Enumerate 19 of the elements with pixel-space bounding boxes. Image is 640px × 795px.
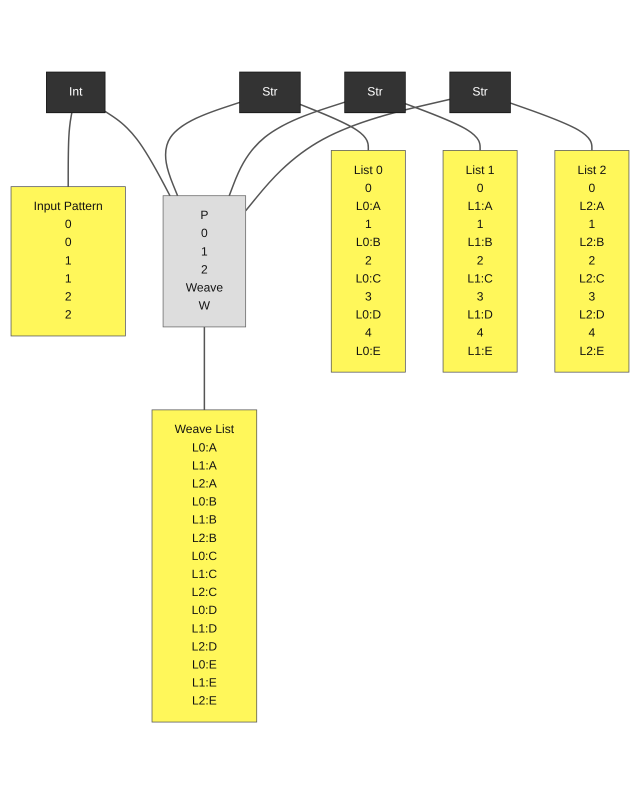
node-box: Str (239, 72, 301, 114)
connector (164, 102, 240, 196)
node-box: Input Pattern 0 0 1 1 2 2 (10, 186, 126, 337)
node-box: Str (449, 72, 511, 114)
node-box: List 0 0 L0:A 1 L0:B 2 L0:C 3 L0:D 4 L0:E (330, 150, 406, 373)
node-box: Str (344, 72, 406, 114)
connector (67, 113, 73, 188)
connector (104, 111, 171, 196)
node-box: List 2 0 L2:A 1 L2:B 2 L2:C 3 L2:D 4 L2:E (554, 150, 630, 373)
node-box: Int (46, 72, 106, 114)
node-box: Weave List L0:A L1:A L2:A L0:B L1:B L2:B L0:C L1:C L2:C L0:D L1:D L2:D L0:E L1:E L2:E (152, 410, 258, 723)
connector (228, 102, 345, 196)
node-box: P 0 1 2 Weave W (162, 196, 246, 328)
connector (300, 104, 370, 151)
node-box: List 1 0 L1:A 1 L1:B 2 L1:C 3 L1:D 4 L1:E (442, 150, 518, 373)
connector (510, 102, 593, 151)
connector (204, 327, 206, 410)
connector (405, 103, 481, 151)
connector (245, 99, 450, 212)
